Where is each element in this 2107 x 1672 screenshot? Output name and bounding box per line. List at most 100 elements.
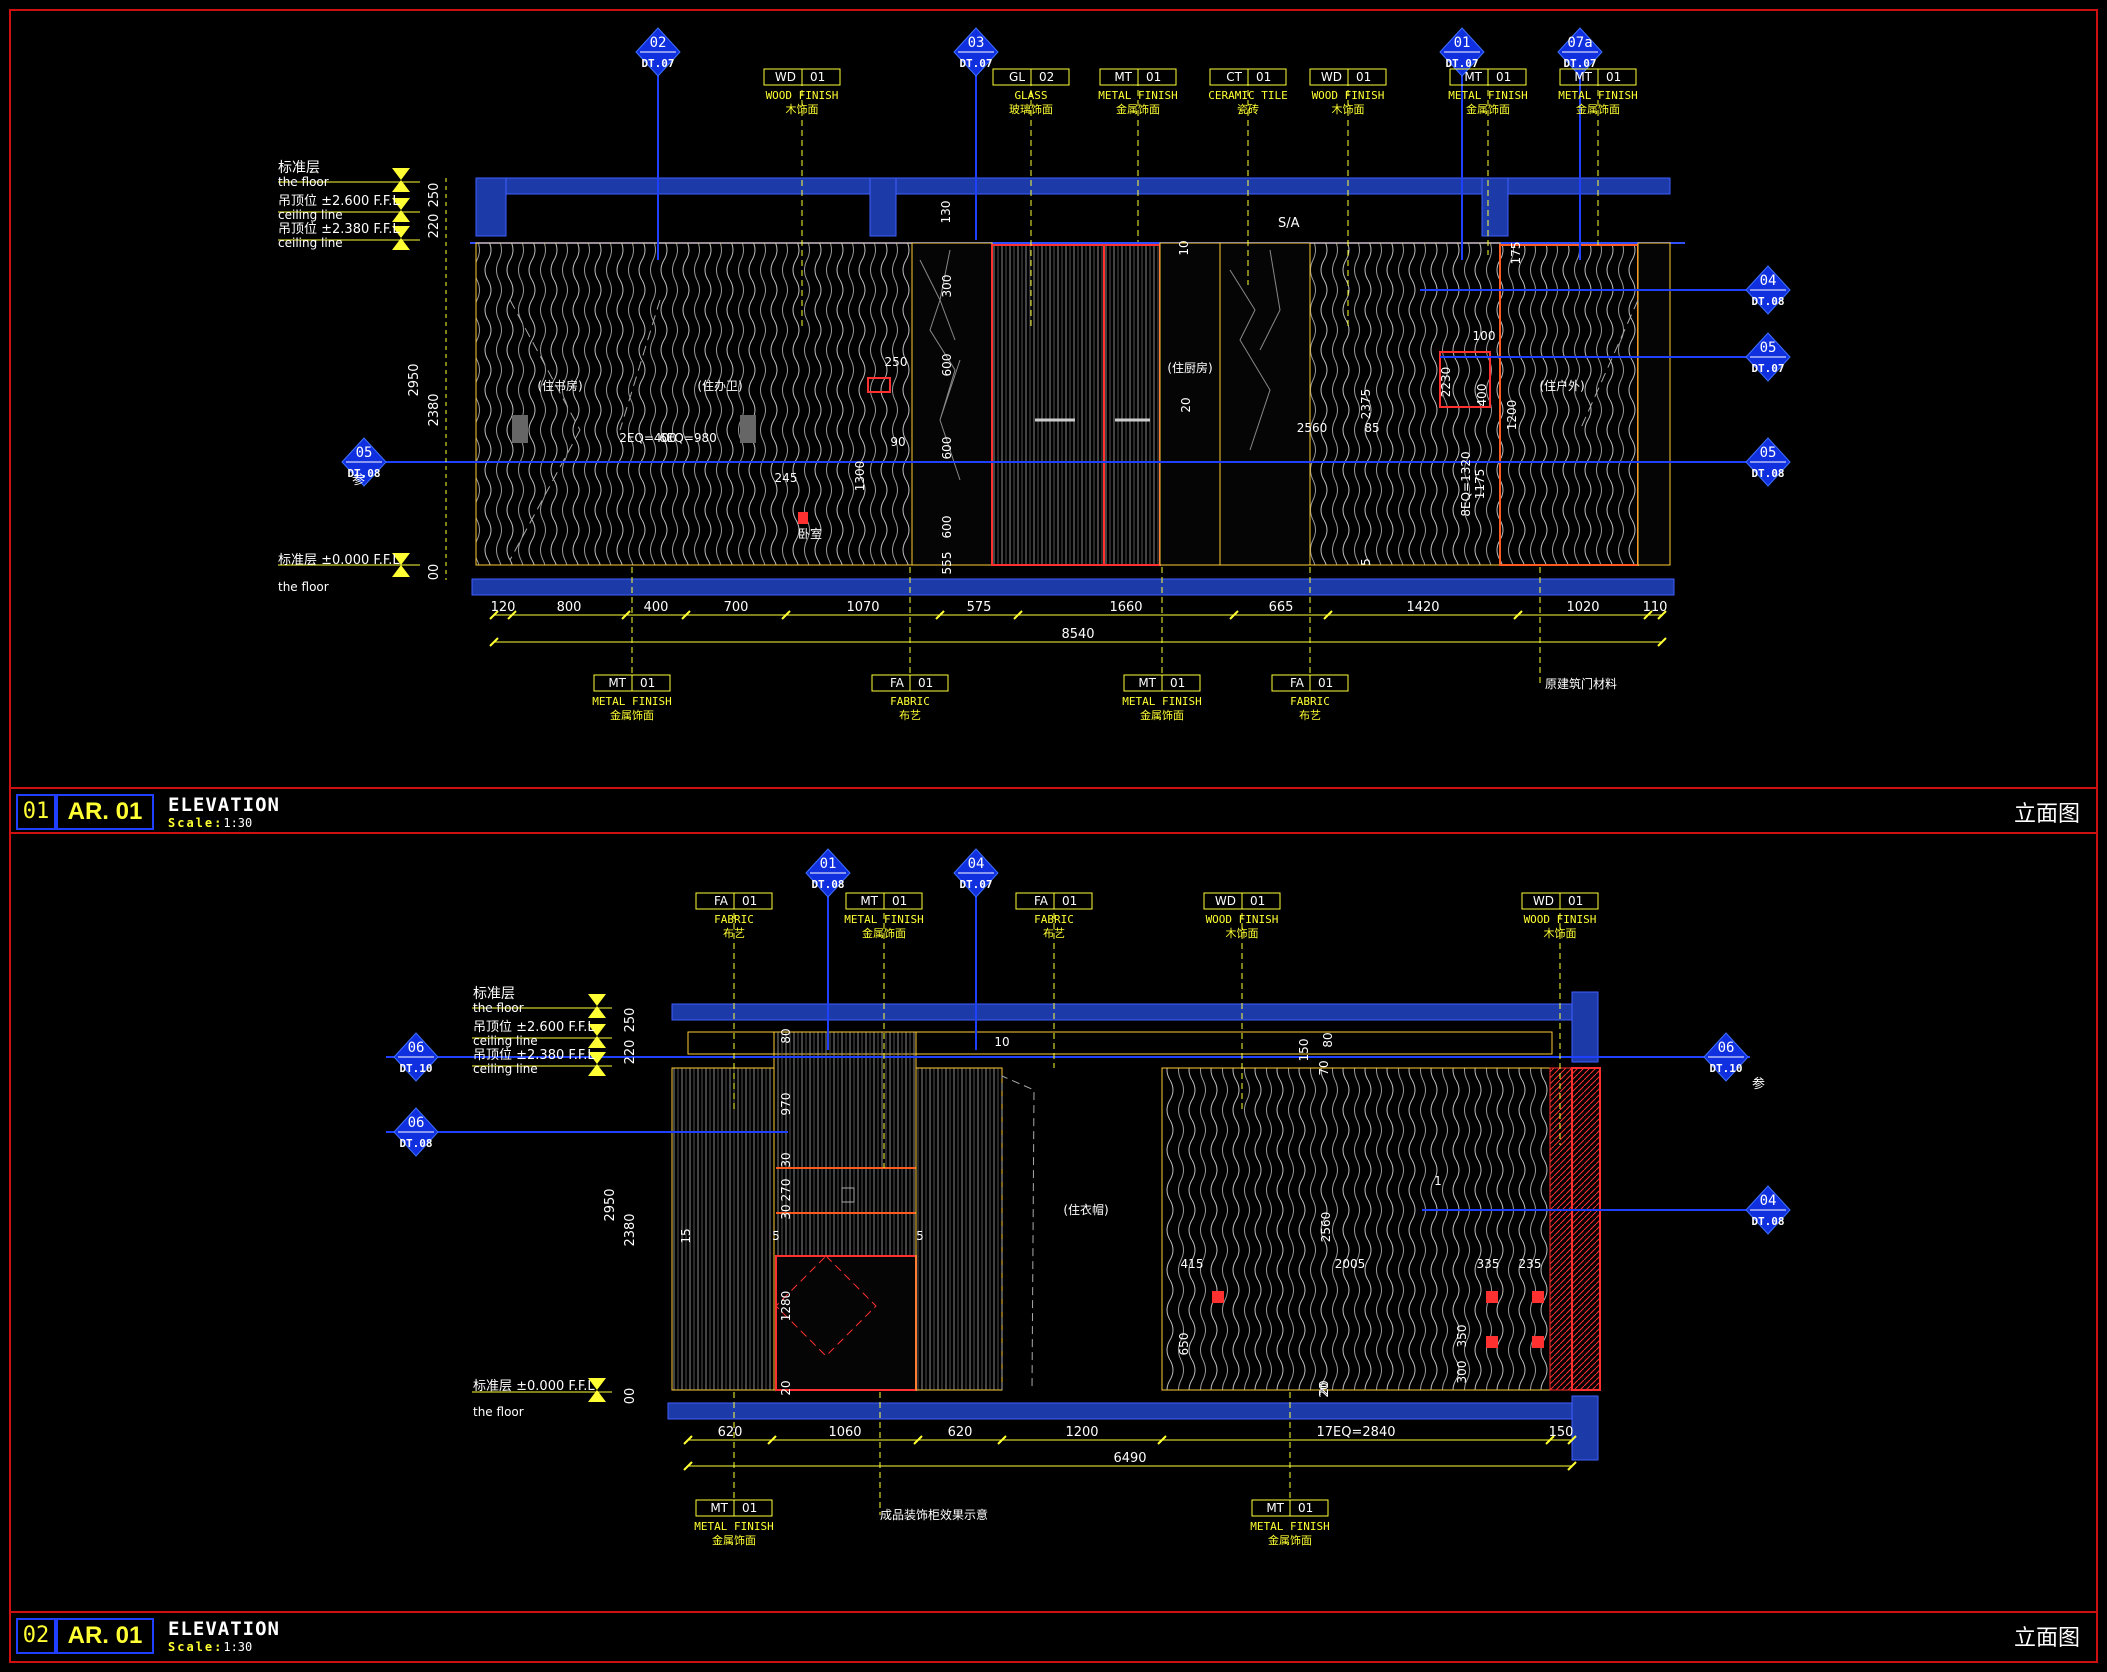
material-tag-cn: 木饰面 [1332,102,1365,116]
scale-value: 1:30 [223,1640,253,1654]
dimension-total-tick [1567,1461,1577,1471]
dimension-horizontal-label: 1070 [846,600,879,615]
material-tag-cn: 木饰面 [786,102,819,116]
section-marker-number: 05 [1760,340,1777,356]
dimension-inner: 350 [1455,1325,1469,1348]
scale-label: Scale: [168,1640,224,1654]
dimension-vertical: 220 [427,214,442,239]
dimension-inner: 2375 [1359,389,1373,420]
panel-box-icon [1439,351,1491,408]
dimension-inner: 2EQ=400 [619,431,677,445]
dimension-horizontal-label: 800 [557,600,582,615]
fabric-panel [915,1067,1003,1391]
curtain-outline [1001,1075,1035,1391]
dimension-horizontal-label: 1020 [1566,600,1599,615]
material-tag-cn: 布艺 [899,709,921,722]
section-marker-ref: DT.08 [811,878,844,891]
material-tag-code: MT [608,676,626,690]
section-marker-ref: DT.10 [399,1062,432,1075]
section-marker-ref: DT.07 [959,878,992,891]
dimension-vertical: 2950 [407,363,422,396]
dimension-horizontal-tick [681,610,691,620]
dimension-inner: 250 [885,355,908,369]
level-label: 吊顶位 ±2.380 F.F.L [278,222,400,237]
note-label: 原建筑门材料 [1545,676,1617,691]
floor-slab [667,1402,1577,1420]
dimension-horizontal-label: 700 [724,600,749,615]
wood-panel [1309,242,1501,566]
material-tag-num: 01 [1496,70,1511,84]
dimension-inner: 235 [1519,1257,1542,1271]
dimension-horizontal-label: 120 [491,600,516,615]
material-tag-cn: 木饰面 [1544,926,1577,940]
dimension-inner: 8EQ=1320 [1459,451,1473,516]
material-tag-cn: 玻璃饰面 [1009,102,1053,116]
dimension-horizontal-tick [997,1435,1007,1445]
material-tag-code: WD [1215,894,1236,908]
dimension-horizontal-label: 1200 [1065,1425,1098,1440]
material-tag-code: WD [1533,894,1554,908]
dimension-inner: 15 [679,1228,693,1243]
dimension-inner: 600 [940,516,954,539]
room-label: (住厨房) [1167,360,1212,375]
level-label-en: ceiling line [278,236,343,250]
dimension-inner: 6EQ=980 [659,431,717,445]
dimension-horizontal-label: 150 [1549,1425,1574,1440]
section-marker-ref: DT.07 [1563,57,1596,70]
level-label-en: ceiling line [473,1034,538,1048]
floor-slab [471,578,1675,596]
material-tag-num: 01 [892,894,907,908]
sheet-number-box: AR. 01 [56,1618,154,1654]
dimension-horizontal-tick [913,1435,923,1445]
section-marker-ref: DT.08 [1751,1215,1784,1228]
dimension-inner: 2230 [1439,367,1453,398]
level-label-en: ceiling line [473,1062,538,1076]
dimension-horizontal-label: 1420 [1406,600,1439,615]
material-tag-code: FA [1290,676,1305,690]
column [475,177,507,237]
dimension-total-tick [489,637,499,647]
dimension-vertical: 00 [623,1388,638,1405]
dimension-horizontal-tick [935,610,945,620]
symbol-label: S/A [1278,216,1300,231]
side-label: 卧室 [798,526,822,541]
leader-lines [733,903,1561,1515]
section-marker-number: 02 [650,35,667,51]
switch-icon [740,415,756,443]
material-tag-num: 01 [918,676,933,690]
dimension-horizontal-tick [1013,610,1023,620]
dimension-inner: 85 [1364,421,1379,435]
socket-icon [1532,1291,1544,1303]
dimension-inner: 30 [779,1204,793,1219]
dimension-inner: 5 [772,1229,780,1243]
dimension-inner: 30 [779,1152,793,1167]
section-marker-number: 04 [1760,273,1777,289]
material-tag-en: WOOD FINISH [1524,913,1597,926]
material-tag-en: METAL FINISH [592,695,671,708]
material-tag-num: 01 [1356,70,1371,84]
material-tag-en: METAL FINISH [844,913,923,926]
socket-icon [1532,1336,1544,1348]
material-tag-num: 01 [1146,70,1161,84]
material-tag-code: WD [775,70,796,84]
material-tag-num: 01 [1250,894,1265,908]
level-label: 标准层 [278,160,320,176]
dimension-horizontal-tick [621,610,631,620]
dimension-inner: 415 [1181,1257,1204,1271]
level-label: 吊顶位 ±2.600 F.F.L [278,194,400,209]
room-label: (住书房) [537,378,582,393]
material-tag-en: METAL FINISH [1122,695,1201,708]
dimension-horizontal-tick [683,1435,693,1445]
dimension-total-label: 8540 [1061,627,1094,642]
material-tag-en: FABRIC [1034,913,1074,926]
level-label-en: the floor [278,175,329,189]
door-swing [509,429,581,561]
dimension-inner: 20 [1317,1382,1331,1397]
material-tag-en: METAL FINISH [1448,89,1527,102]
